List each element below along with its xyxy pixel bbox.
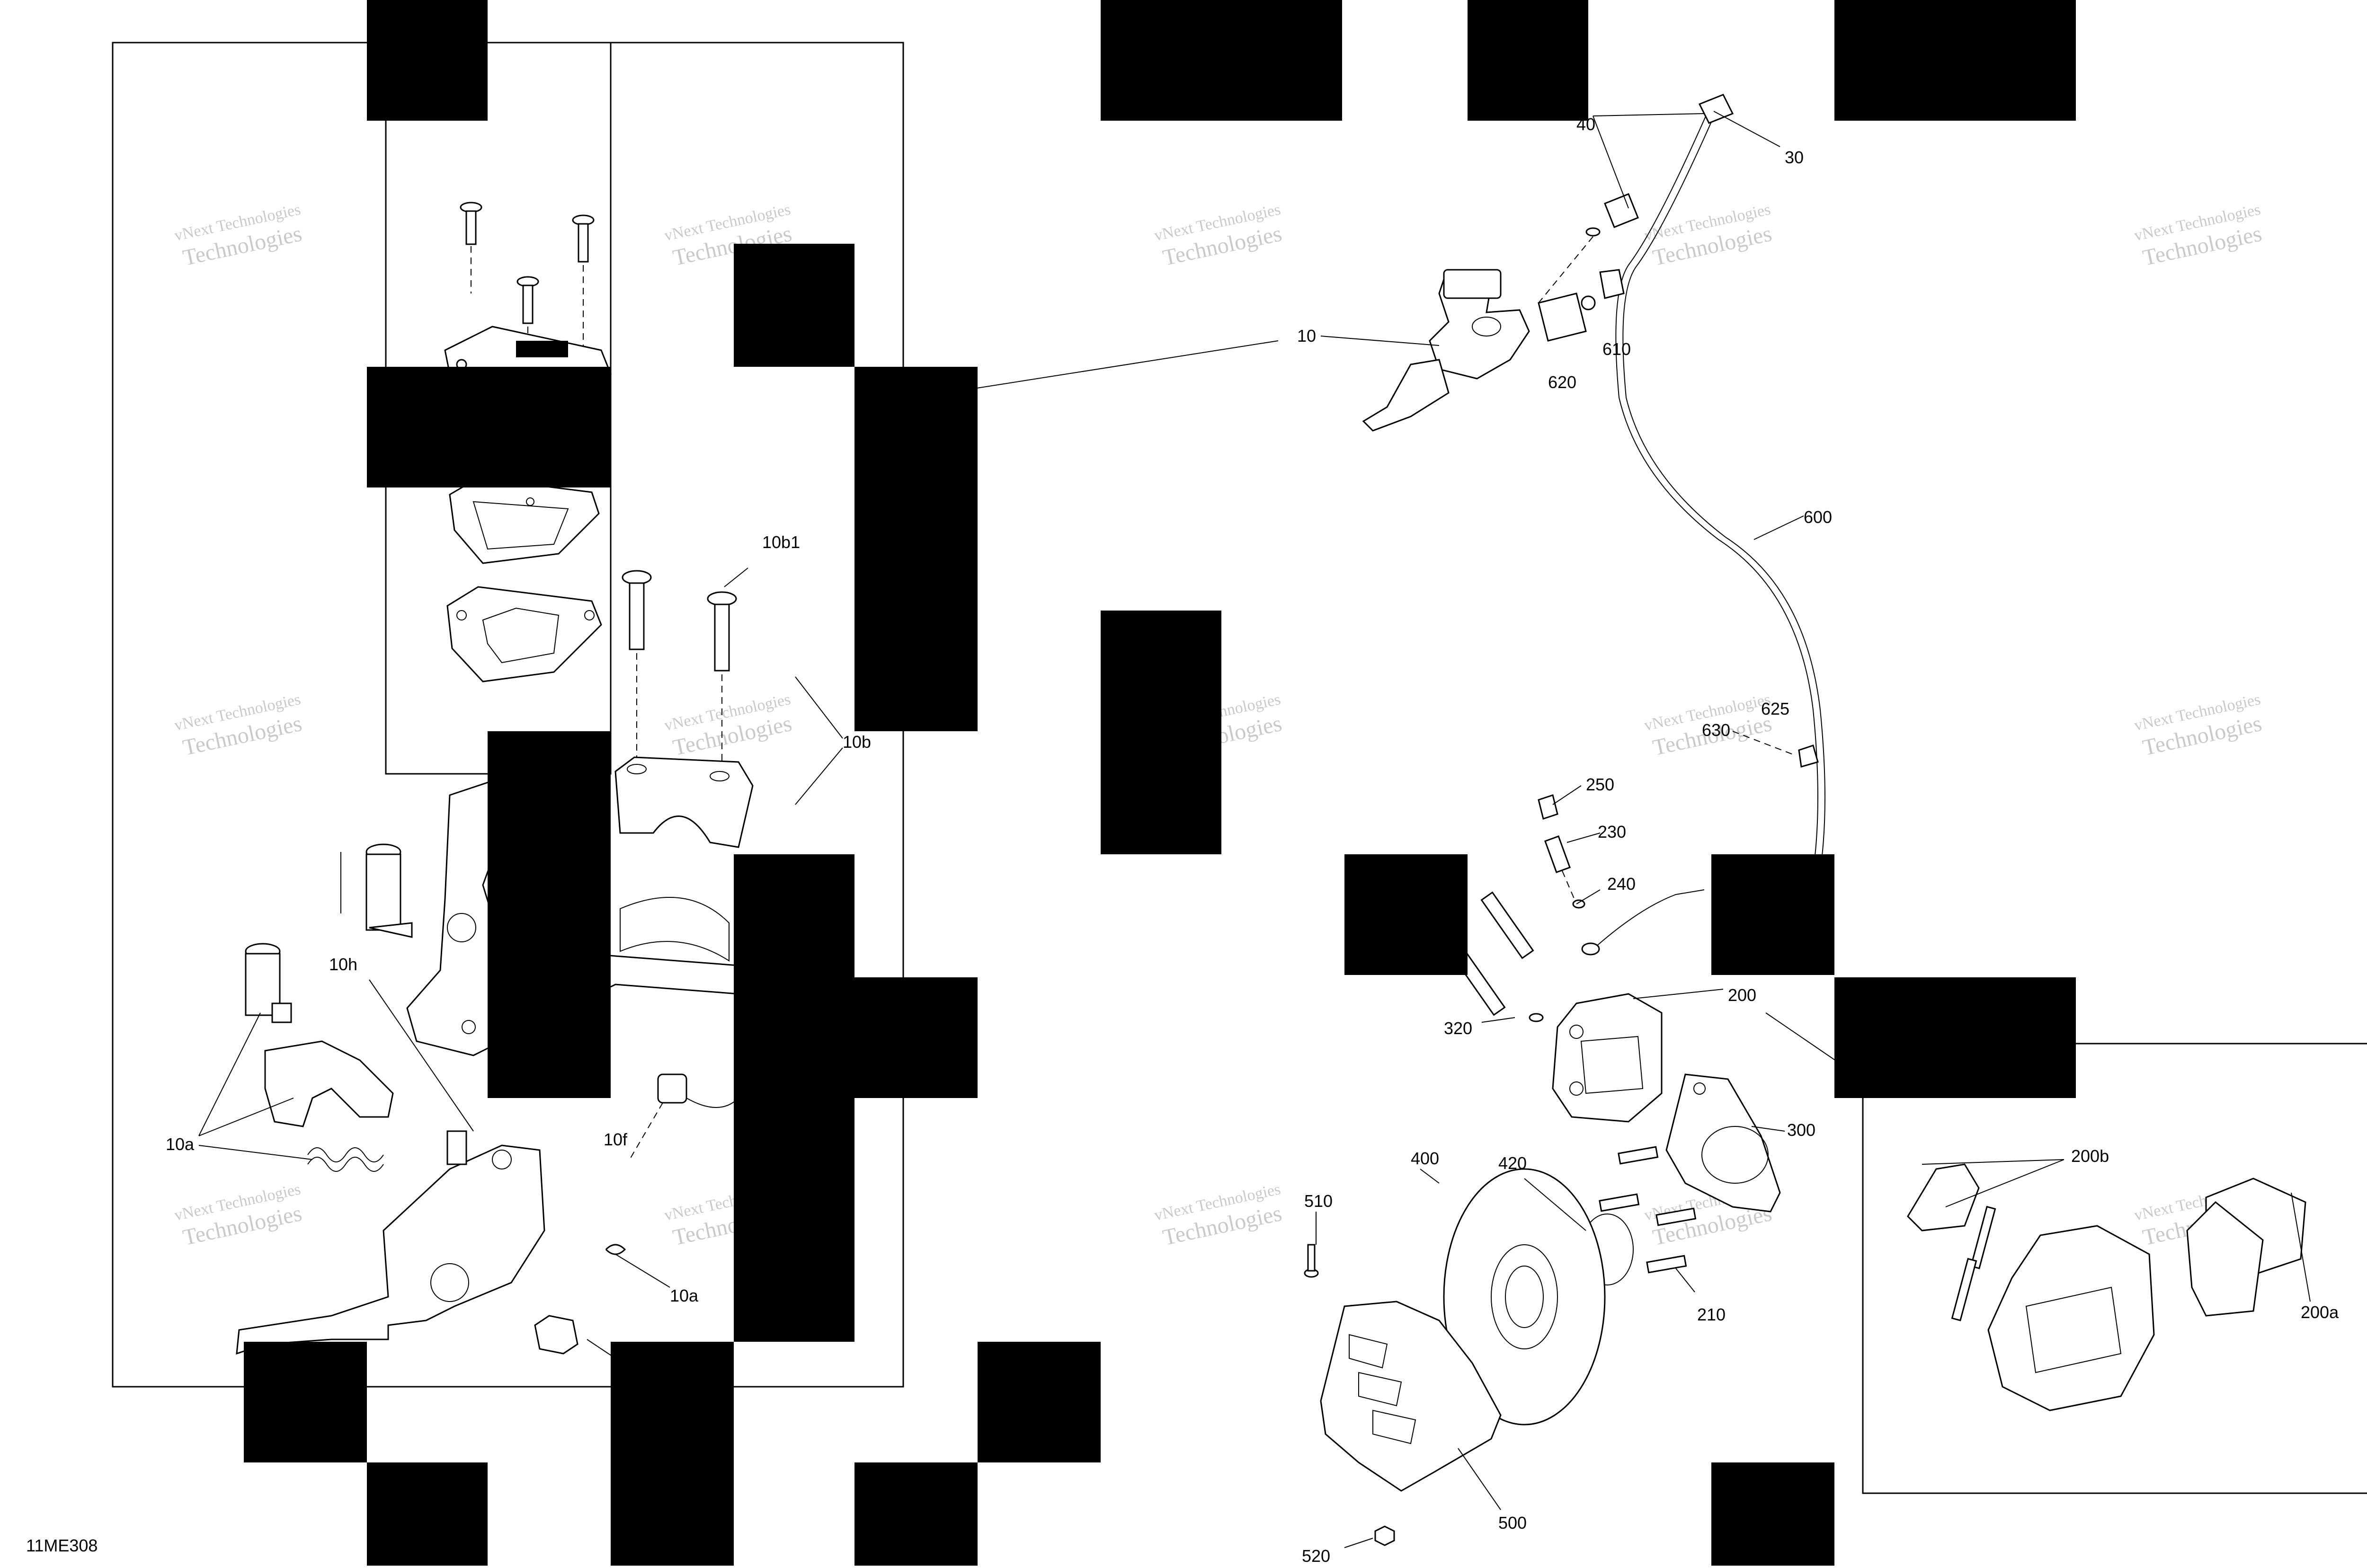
hose-clip [1581, 269, 1625, 310]
diagram-id: 11ME308 [26, 1536, 98, 1555]
callout-630: 630 [1702, 720, 1730, 740]
guard-screw [1304, 1244, 1319, 1278]
callout-625: 625 [1761, 699, 1789, 718]
callout-250: 250 [1586, 775, 1614, 794]
bleeder-screw [1544, 835, 1577, 904]
caliper-bracket [1665, 1073, 1781, 1213]
caliper-detail-frame [1862, 1043, 2367, 1494]
redaction-blocks [244, 0, 2076, 1566]
callout-200: 200 [1728, 985, 1756, 1005]
callout-10: 10 [1297, 326, 1316, 345]
caliper-detail [1907, 1163, 2306, 1411]
callout-210: 210 [1697, 1305, 1726, 1324]
callout-10b: 10b [843, 732, 871, 752]
callout-500: 500 [1498, 1513, 1527, 1533]
callout-520: 520 [1302, 1546, 1330, 1566]
lever-stop-bracket [264, 1040, 394, 1127]
callout-300: 300 [1787, 1120, 1815, 1140]
brake-light-switch [629, 1073, 739, 1160]
hose-bracket-625 [1732, 731, 1819, 768]
reservoir-gasket [446, 586, 602, 682]
callout-510: 510 [1304, 1191, 1333, 1211]
callout-labels: 10 10a 10a 10b 10b1 10f 10h 30 40 200 20… [26, 115, 2339, 1566]
master-cylinder-assembly [1362, 269, 1587, 432]
caliper-bolt [1480, 891, 1534, 959]
leader-lines [198, 111, 2311, 1548]
brake-hose [1604, 94, 1825, 871]
clamp-bolt [622, 570, 652, 776]
lever-nut [534, 1315, 578, 1355]
callout-420: 420 [1498, 1153, 1527, 1173]
callout-10h: 10h [329, 955, 357, 974]
callout-240: 240 [1607, 874, 1636, 894]
callout-30: 30 [1785, 148, 1804, 167]
guard-nut [1374, 1525, 1395, 1546]
lever-clip [605, 1244, 626, 1255]
hose-fitting [1572, 889, 1705, 956]
callout-620: 620 [1548, 372, 1576, 392]
lever-spring [307, 1147, 384, 1172]
brake-disc [1443, 1168, 1606, 1426]
callout-230: 230 [1598, 822, 1626, 842]
reservoir-cap-screw [572, 214, 595, 364]
reservoir-diaphragm [449, 477, 600, 564]
bleeder-cap [1538, 794, 1558, 820]
bracket-bolt [1599, 1146, 1697, 1274]
callout-320: 320 [1444, 1019, 1472, 1038]
callout-10a: 10a [166, 1134, 195, 1154]
callout-10f: 10f [604, 1130, 628, 1149]
banjo-washer [1538, 227, 1601, 303]
callout-200b: 200b [2071, 1146, 2109, 1166]
callout-610: 610 [1602, 339, 1631, 359]
callout-600: 600 [1804, 507, 1832, 527]
callout-200a: 200a [2301, 1302, 2339, 1322]
callout-10b1: 10b1 [762, 532, 800, 552]
callout-400: 400 [1411, 1149, 1439, 1168]
lever-stop-bolt [245, 943, 292, 1023]
reservoir-cap-screw [460, 202, 482, 293]
callout-10a: 10a [670, 1286, 699, 1305]
handlebar-clamp [614, 756, 754, 848]
pivot-bolt [365, 843, 413, 938]
clamp-bolt [707, 591, 737, 776]
brake-caliper [1552, 993, 1663, 1123]
brake-lever [236, 1130, 545, 1355]
